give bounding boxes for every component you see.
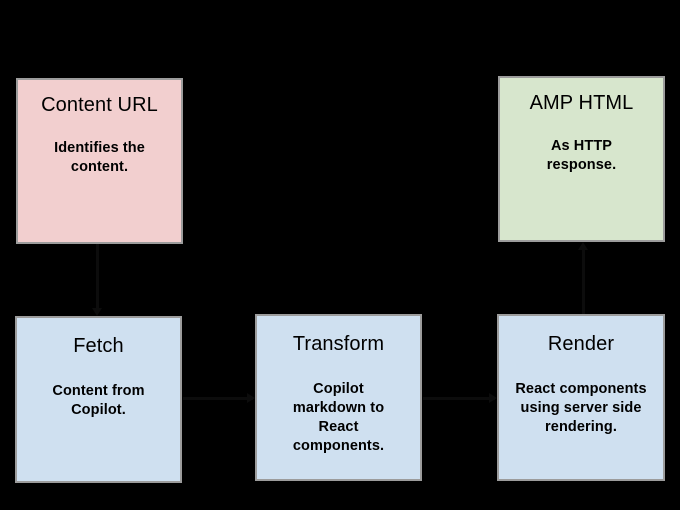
edge-fetch-to-transform-line bbox=[183, 397, 253, 400]
node-content-url-description: Identifies the content. bbox=[54, 140, 145, 175]
node-amp-html-title: AMP HTML bbox=[529, 92, 634, 114]
edge-transform-to-render-arrowhead-icon bbox=[489, 393, 497, 403]
edge-render-to-amp-html-line bbox=[582, 248, 585, 314]
node-render[interactable]: Render React components using server sid… bbox=[497, 314, 665, 481]
node-fetch-title: Fetch bbox=[73, 335, 124, 357]
node-amp-html-description: As HTTP response. bbox=[546, 138, 617, 173]
node-content-url[interactable]: Content URL Identifies the content. bbox=[16, 78, 183, 244]
node-amp-html[interactable]: AMP HTML As HTTP response. bbox=[498, 76, 665, 242]
node-transform-title: Transform bbox=[292, 333, 385, 355]
node-render-description: React components using server side rende… bbox=[515, 381, 647, 435]
node-transform[interactable]: Transform Copilot markdown to React comp… bbox=[255, 314, 422, 481]
edge-transform-to-render-line bbox=[423, 397, 495, 400]
node-fetch-description: Content from Copilot. bbox=[52, 383, 145, 418]
node-fetch[interactable]: Fetch Content from Copilot. bbox=[15, 316, 182, 483]
edge-content-url-to-fetch-line bbox=[96, 244, 99, 312]
edge-content-url-to-fetch-arrowhead-icon bbox=[92, 308, 102, 316]
edge-fetch-to-transform-arrowhead-icon bbox=[247, 393, 255, 403]
node-transform-description: Copilot markdown to React components. bbox=[292, 381, 385, 454]
edge-render-to-amp-html-arrowhead-icon bbox=[578, 242, 588, 250]
node-render-title: Render bbox=[547, 333, 615, 355]
node-content-url-title: Content URL bbox=[41, 94, 158, 116]
